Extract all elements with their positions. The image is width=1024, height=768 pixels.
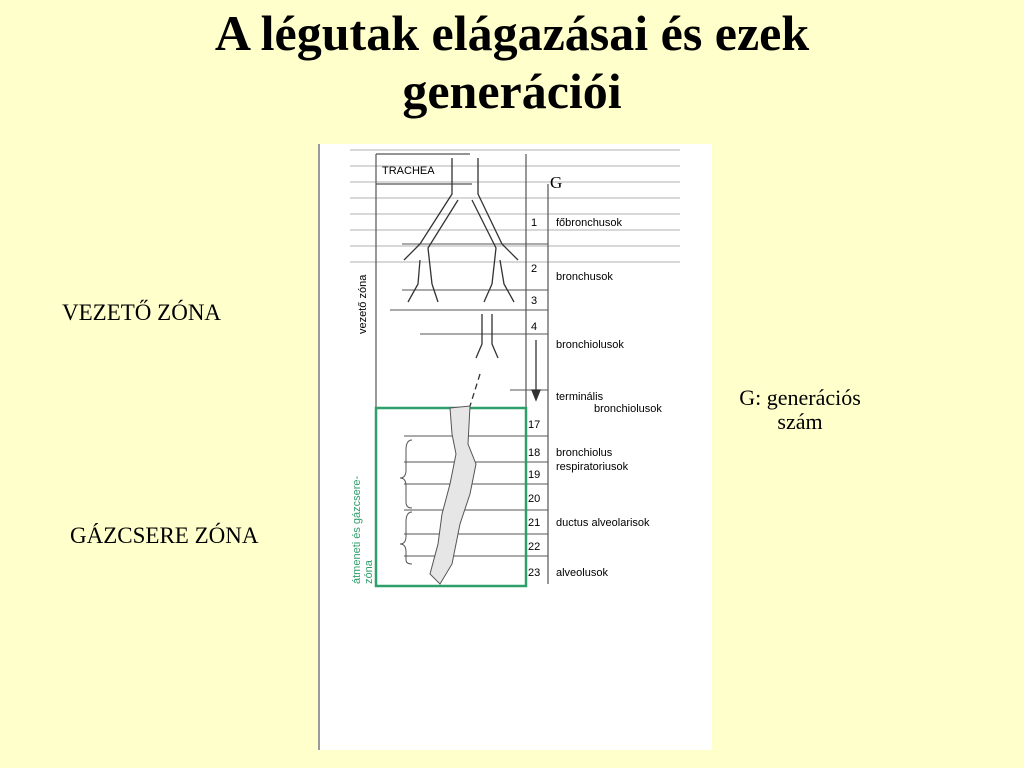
name-bronchiolusok: bronchiolusok [556,339,624,351]
conducting-zone-label: VEZETŐ ZÓNA [62,300,222,325]
generation-row-lines [390,243,548,557]
generation-number: 17 [528,419,540,431]
transition-zone-vertical-label-2: zóna [363,559,375,584]
bronchial-tree [403,158,519,407]
page-title: A légutak elágazásai és ezek generációi [0,4,1024,120]
name-ductus-alveolarisok: ductus alveolarisok [556,517,650,529]
title-line-2: generációi [402,63,622,119]
g-column-header: G [550,173,562,192]
conducting-zone-vertical-label: vezető zóna [357,274,369,334]
generation-number: 2 [531,263,537,275]
generation-number: 18 [528,447,540,459]
legend-line-2: szám [777,409,823,434]
generation-number: 21 [528,517,540,529]
faint-background-text [350,149,680,263]
generation-number: 20 [528,493,540,505]
airway-tree-diagram: TRACHEA G vezető zóna átmeneti és gázcse… [350,149,680,588]
trachea-label: TRACHEA [382,165,435,177]
transition-zone-vertical-label-1: átmeneti és gázcsere- [351,475,363,584]
name-bronchiolus: bronchiolus [556,447,613,459]
name-bronchusok: bronchusok [556,271,613,283]
respiratory-tree [429,405,477,585]
name-terminalis: terminális [556,391,604,403]
airway-names: főbronchusok bronchusok bronchiolusok te… [556,217,662,579]
generation-legend: G: generációs szám [700,386,900,434]
airway-diagram-panel: TRACHEA G vezető zóna átmeneti és gázcse… [318,144,712,750]
name-respiratoriusok: respiratoriusok [556,461,629,473]
generation-number: 23 [528,567,540,579]
generation-number: 22 [528,541,540,553]
exchange-zone-label: GÁZCSERE ZÓNA [70,523,259,548]
name-terminalis-bronchiolusok: bronchiolusok [594,403,662,415]
generation-number: 4 [531,321,537,333]
legend-line-1: G: generációs [739,385,861,410]
name-fobronchusok: főbronchusok [556,217,623,229]
name-alveolusok: alveolusok [556,567,608,579]
braces [399,439,413,565]
generation-numbers: 1 2 3 4 17 18 19 20 21 22 23 [528,217,540,579]
terminal-arrow [531,340,541,402]
generation-number: 1 [531,217,537,229]
generation-number: 3 [531,295,537,307]
title-line-1: A légutak elágazásai és ezek [214,5,810,61]
generation-number: 19 [528,469,540,481]
